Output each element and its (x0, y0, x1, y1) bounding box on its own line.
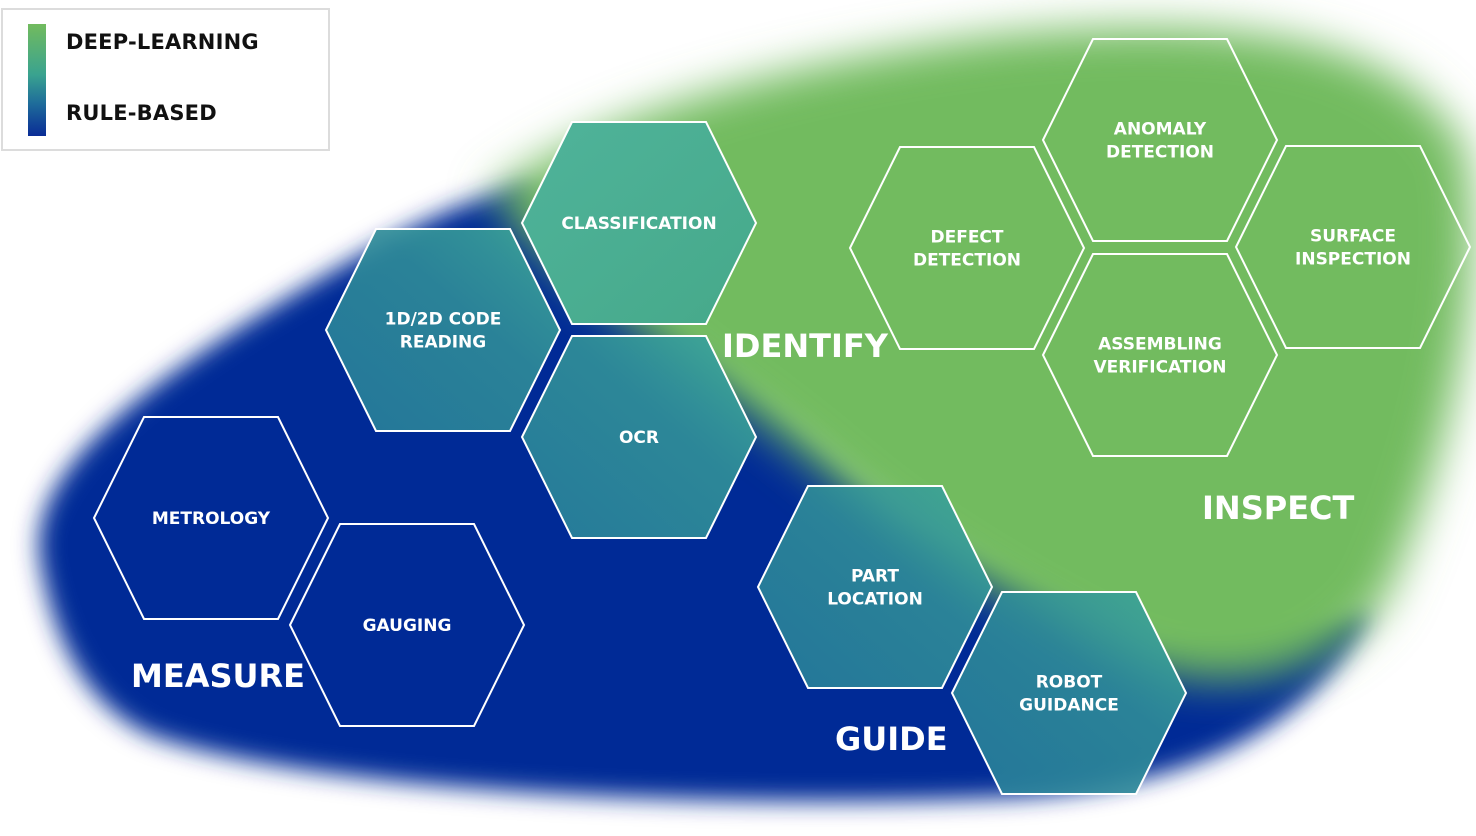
hexagon-label: OCR (619, 428, 659, 448)
hexagon-label: VERIFICATION (1093, 358, 1226, 378)
legend: DEEP-LEARNING RULE-BASED (1, 8, 330, 151)
hexagon-label: READING (400, 333, 486, 353)
hexagon-robot-guidance: ROBOT GUIDANCE (950, 591, 1188, 795)
hexagon-shape (92, 416, 330, 620)
hexagon-label: INSPECTION (1295, 250, 1411, 270)
hexagon-label: SURFACE (1310, 227, 1396, 247)
legend-gradient-bar (28, 24, 46, 136)
hexagon-shape (520, 335, 758, 539)
region-label-guide: GUIDE (835, 720, 948, 758)
hexagon-shape (848, 146, 1086, 350)
hexagon-label: 1D/2D CODE (385, 310, 502, 330)
hexagon-shape (324, 228, 562, 432)
hexagon-shape (1234, 145, 1472, 349)
hexagon-label: PART (851, 567, 899, 587)
hexagon-surface-inspection: SURFACE INSPECTION (1234, 145, 1472, 349)
hexagon-shape (1041, 38, 1279, 242)
hexagon-label: ASSEMBLING (1098, 335, 1222, 355)
hexagon-label: CLASSIFICATION (561, 214, 716, 234)
hexagon-code-reading: 1D/2D CODE READING (324, 228, 562, 432)
hexagon-label: DETECTION (1106, 143, 1214, 163)
region-label-identify: IDENTIFY (722, 327, 889, 365)
hexagon-label: GAUGING (363, 616, 452, 636)
hexagon-shape (1041, 253, 1279, 457)
region-label-measure: MEASURE (131, 657, 305, 695)
region-label-inspect: INSPECT (1202, 489, 1355, 527)
hexagon-shape (520, 121, 758, 325)
hexagon-label: DEFECT (930, 228, 1003, 248)
hexagon-defect-detection: DEFECT DETECTION (848, 146, 1086, 350)
legend-label-deep-learning: DEEP-LEARNING (66, 30, 259, 54)
hexagon-label: GUIDANCE (1019, 696, 1119, 716)
hexagon-classification: CLASSIFICATION (520, 121, 758, 325)
hexagon-anomaly-detection: ANOMALY DETECTION (1041, 38, 1279, 242)
hexagon-assembling-verification: ASSEMBLING VERIFICATION (1041, 253, 1279, 457)
hexagon-label: ANOMALY (1114, 120, 1207, 140)
legend-label-rule-based: RULE-BASED (66, 101, 217, 125)
hexagon-shape (950, 591, 1188, 795)
hexagon-shape (288, 523, 526, 727)
hexagon-gauging: GAUGING (288, 523, 526, 727)
hexagon-metrology: METROLOGY (92, 416, 330, 620)
hexagon-label: LOCATION (827, 590, 923, 610)
hexagon-ocr: OCR (520, 335, 758, 539)
hexagon-shape (756, 485, 994, 689)
hexagon-label: ROBOT (1036, 673, 1103, 693)
hexagon-part-location: PART LOCATION (756, 485, 994, 689)
hexagon-label: METROLOGY (152, 509, 271, 529)
hexagon-label: DETECTION (913, 251, 1021, 271)
